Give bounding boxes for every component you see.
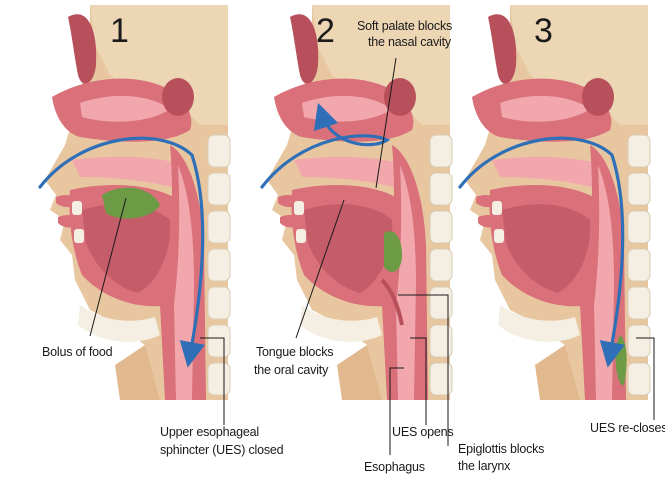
panel-number-2: 2: [316, 12, 335, 50]
panel-number-1: 1: [110, 12, 129, 50]
label-ues-closed-line2: sphincter (UES) closed: [160, 443, 284, 457]
label-epiglottis-line1: Epiglottis blocks: [458, 442, 544, 456]
label-epiglottis-line2: the larynx: [458, 459, 511, 473]
label-tongue-line2: the oral cavity: [254, 363, 329, 377]
label-soft-palate-line1: Soft palate blocks: [357, 19, 452, 33]
panel-number-3: 3: [534, 12, 553, 50]
panel-2: [262, 5, 452, 400]
label-ues-opens: UES opens: [392, 425, 453, 439]
panel-3: [460, 5, 650, 400]
label-tongue-line1: Tongue blocks: [256, 345, 333, 359]
panel-1: [40, 5, 230, 400]
label-ues-recloses: UES re-closes: [590, 421, 665, 435]
label-bolus: Bolus of food: [42, 345, 113, 359]
label-soft-palate-line2: the nasal cavity: [368, 35, 452, 49]
label-esophagus: Esophagus: [364, 460, 425, 474]
label-ues-closed-line1: Upper esophageal: [160, 425, 259, 439]
